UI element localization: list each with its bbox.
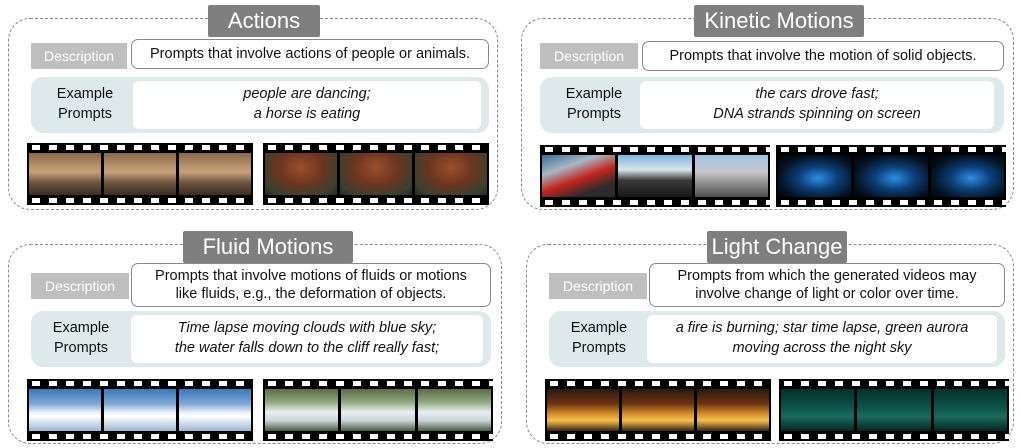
kinetic-description-box: Prompts that involve the motion of solid… <box>642 41 1004 71</box>
fire-frame <box>547 389 619 431</box>
dancing-frame <box>179 153 251 195</box>
light-example-line2: moving across the night sky <box>732 340 912 356</box>
kinetic-filmstrip-dna <box>776 145 1006 207</box>
kinetic-example-line2: DNA strands spinning on screen <box>713 106 921 122</box>
fire-frame <box>697 389 769 431</box>
fluid-example-box: Time lapse moving clouds with blue sky; … <box>131 315 483 363</box>
aurora-frame <box>781 389 855 431</box>
light-filmstrip-aurora <box>779 379 1009 441</box>
actions-example-box: people are dancing; a horse is eating <box>133 81 481 129</box>
actions-title: Actions <box>208 5 320 37</box>
example-label-line2: Prompts <box>54 340 108 356</box>
example-label-line2: Prompts <box>567 106 621 122</box>
horse-frame <box>415 153 487 195</box>
light-example-line1: a fire is burning; star time lapse, gree… <box>675 320 969 337</box>
light-description-line2: involve change of light or color over ti… <box>695 286 959 302</box>
fluid-filmstrip-waterfall <box>263 379 493 441</box>
light-change-title: Light Change <box>707 231 847 263</box>
dna-frame <box>930 155 1004 197</box>
fluid-filmstrip-clouds <box>27 379 253 441</box>
example-label-line2: Prompts <box>572 340 626 356</box>
car-frame <box>618 155 692 197</box>
kinetic-description-label: Description <box>540 43 638 69</box>
example-label-line1: Example <box>565 86 623 103</box>
fluid-description-box: Prompts that involve motions of fluids o… <box>131 263 491 307</box>
waterfall-frame <box>265 389 339 431</box>
dancing-frame <box>104 153 176 195</box>
kinetic-example-line1: the cars drove fast; <box>755 86 879 103</box>
light-example-box: a fire is burning; star time lapse, gree… <box>647 315 997 363</box>
fluid-example-label: Example Prompts <box>37 315 125 363</box>
kinetic-example-label: Example Prompts <box>550 81 638 129</box>
light-filmstrip-fire <box>545 379 771 441</box>
cloud-frame <box>179 389 251 431</box>
cloud-frame <box>104 389 176 431</box>
dna-frame <box>778 155 852 197</box>
fluid-description-line2: like fluids, e.g., the deformation of ob… <box>175 286 447 302</box>
car-frame <box>542 155 616 197</box>
fluid-motions-panel: Fluid Motions Description Prompts that i… <box>8 231 502 444</box>
fluid-example-line1: Time lapse moving clouds with blue sky; <box>177 320 437 337</box>
light-description-line1: Prompts from which the generated videos … <box>677 267 977 284</box>
example-label-line1: Example <box>570 320 628 337</box>
actions-panel: Actions Description Prompts that involve… <box>8 5 498 210</box>
aurora-frame <box>933 389 1007 431</box>
fire-frame <box>622 389 694 431</box>
actions-example-label: Example Prompts <box>41 81 129 129</box>
actions-filmstrip-dancing <box>27 143 253 205</box>
example-label-line1: Example <box>52 320 110 337</box>
fluid-motions-title: Fluid Motions <box>183 231 353 263</box>
kinetic-filmstrip-cars <box>540 145 770 207</box>
light-change-panel: Light Change Description Prompts from wh… <box>526 231 1014 444</box>
actions-description-label: Description <box>31 43 127 69</box>
kinetic-example-box: the cars drove fast; DNA strands spinnin… <box>640 81 994 129</box>
actions-example-line1: people are dancing; <box>243 86 371 103</box>
aurora-frame <box>857 389 931 431</box>
waterfall-frame <box>341 389 415 431</box>
example-label-line1: Example <box>56 86 114 103</box>
dancing-frame <box>29 153 101 195</box>
waterfall-frame <box>417 389 491 431</box>
light-example-label: Example Prompts <box>555 315 643 363</box>
kinetic-motions-panel: Kinetic Motions Description Prompts that… <box>521 5 1014 210</box>
fluid-description-label: Description <box>31 273 129 299</box>
car-frame <box>694 155 768 197</box>
kinetic-motions-title: Kinetic Motions <box>694 5 864 37</box>
light-description-box: Prompts from which the generated videos … <box>649 263 1005 307</box>
light-description-label: Description <box>549 273 647 299</box>
fluid-example-line2: the water falls down to the cliff really… <box>174 340 440 356</box>
actions-description-box: Prompts that involve actions of people o… <box>131 39 489 69</box>
actions-example-line2: a horse is eating <box>253 106 361 122</box>
horse-frame <box>265 153 337 195</box>
actions-filmstrip-horse <box>263 143 489 205</box>
cloud-frame <box>29 389 101 431</box>
dna-frame <box>854 155 928 197</box>
horse-frame <box>340 153 412 195</box>
fluid-description-line1: Prompts that involve motions of fluids o… <box>155 267 467 284</box>
example-label-line2: Prompts <box>58 106 112 122</box>
